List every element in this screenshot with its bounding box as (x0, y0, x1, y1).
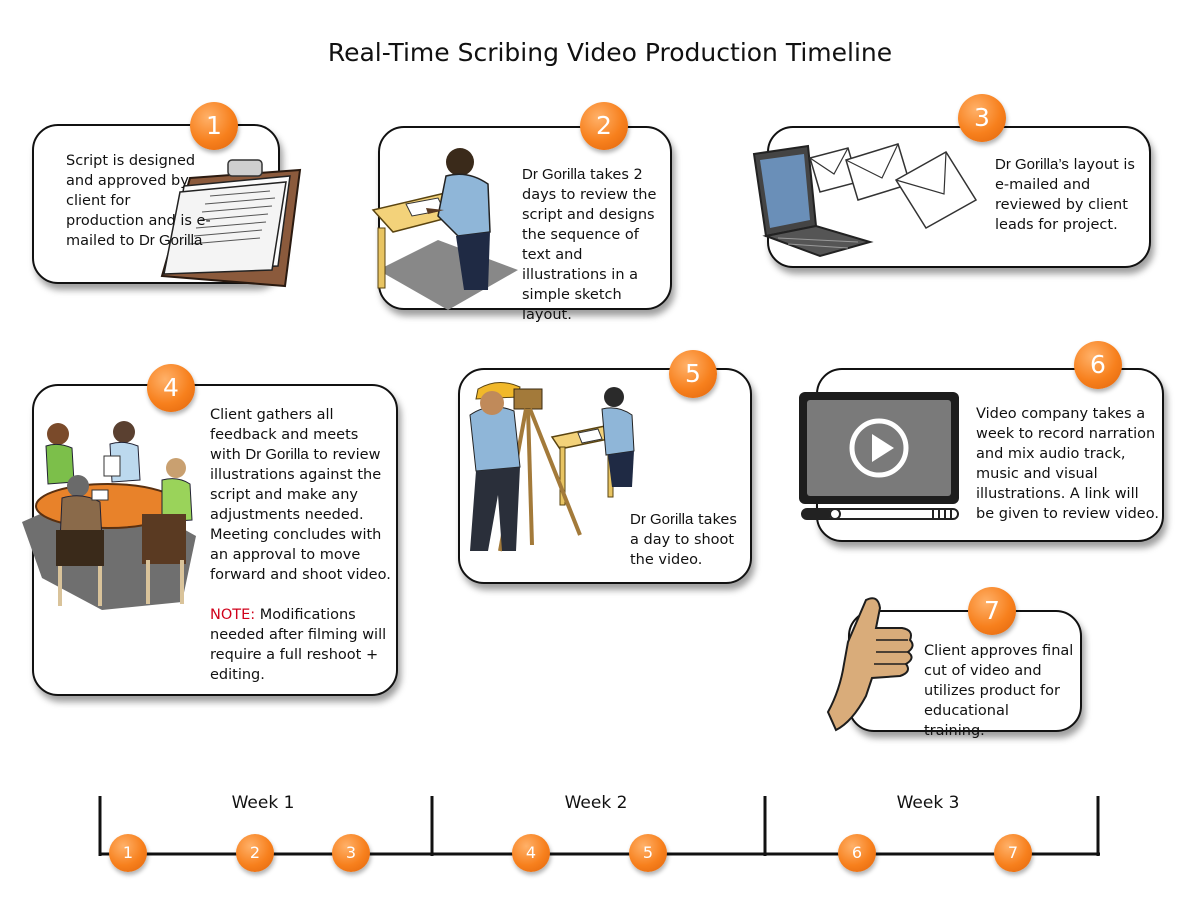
step-text-1: Script is designed and approved by clien… (66, 151, 211, 251)
week-label-3: Week 3 (896, 793, 960, 813)
step-brand-5: Dr Gorilla (630, 511, 694, 528)
timeline-marker-2: 2 (236, 834, 274, 872)
step-text-3-body: layout is e-mailed and reviewed by clien… (995, 157, 1135, 233)
step-text-5-body: takes a day to shoot the video. (630, 512, 737, 568)
step-brand-3: Dr Gorilla’s (995, 156, 1069, 173)
week-label-2: Week 2 (564, 793, 628, 813)
step-note-label: NOTE: (210, 607, 256, 623)
step-badge-6: 6 (1074, 341, 1122, 389)
step-text-6-body: Video company takes a week to record nar… (976, 406, 1159, 522)
video-progress-bar (801, 508, 959, 520)
step-text-2-body: takes 2 days to review the script and de… (522, 167, 657, 323)
step-text-4: Client gathers all feedback and meets wi… (210, 405, 392, 685)
step-text-2: Dr Gorilla takes 2 days to review the sc… (522, 165, 670, 325)
step-text-4-body-a: Client gathers all feedback and meets wi… (210, 407, 359, 463)
laptop-email-icon (752, 143, 978, 258)
step-text-6: Video company takes a week to record nar… (976, 404, 1160, 524)
step-badge-1: 1 (190, 102, 238, 150)
step-brand-4: Dr Gorilla (245, 446, 309, 463)
step-badge-2: 2 (580, 102, 628, 150)
step-brand-2: Dr Gorilla (522, 166, 586, 183)
surveyor-camera-icon (469, 382, 635, 552)
video-player (799, 392, 959, 504)
week-label-1: Week 1 (231, 793, 295, 813)
team-meeting-icon (22, 421, 196, 610)
timeline-marker-7: 7 (994, 834, 1032, 872)
step-text-7-body: Client approves final cut of video and u… (924, 643, 1074, 739)
step-badge-4: 4 (147, 364, 195, 412)
step-text-5: Dr Gorilla takes a day to shoot the vide… (630, 510, 750, 570)
step-text-7: Client approves final cut of video and u… (924, 641, 1074, 741)
thumbs-up-icon (826, 597, 914, 732)
person-at-desk-icon (371, 148, 518, 310)
timeline-marker-1: 1 (109, 834, 147, 872)
step-brand-1: Dr Gorilla (138, 232, 203, 249)
step-note-text: Modifications needed after filming will … (210, 607, 387, 683)
clipboard-icon (160, 159, 302, 288)
step-text-4-body-b: to review illustrations against the scri… (210, 447, 391, 583)
timeline-marker-5: 5 (629, 834, 667, 872)
timeline-marker-6: 6 (838, 834, 876, 872)
step-badge-3: 3 (958, 94, 1006, 142)
play-icon (849, 418, 909, 478)
step-badge-5: 5 (669, 350, 717, 398)
timeline-marker-4: 4 (512, 834, 550, 872)
timeline-marker-3: 3 (332, 834, 370, 872)
page-title: Real-Time Scribing Video Production Time… (327, 38, 893, 67)
step-badge-7: 7 (968, 587, 1016, 635)
step-text-3: Dr Gorilla’s layout is e-mailed and revi… (995, 155, 1145, 235)
step-text-1-body: Script is designed and approved by clien… (66, 153, 211, 249)
